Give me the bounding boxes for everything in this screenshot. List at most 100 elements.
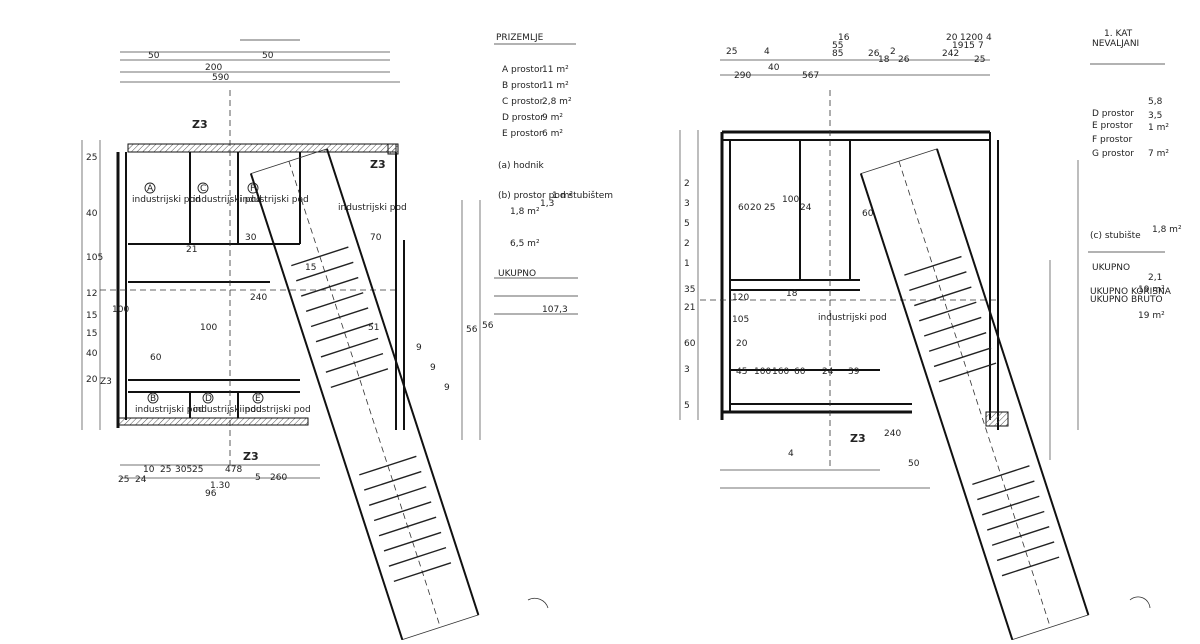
side-mark-right: Z3	[370, 158, 386, 171]
legend-right-row-d-value: 5,8	[1148, 97, 1163, 107]
right-left-dim-5: 1	[684, 259, 690, 269]
legend-right-total-value-3: 19 m²	[1138, 311, 1165, 321]
r-inner-15: 18	[786, 289, 798, 299]
bottom-dim-7: 260	[270, 473, 287, 483]
right-bottom-dim-2: 240	[884, 429, 901, 439]
legend-left-footer: UKUPNO	[498, 269, 536, 279]
right-left-dim-8: 60	[684, 339, 696, 349]
right-room-name: industrijski pod	[338, 203, 407, 213]
bottom-dim-2: 25	[160, 465, 171, 475]
right-left-dim-7: 21	[684, 303, 695, 313]
slanted-stair-block	[249, 148, 480, 641]
room-c-letter: C	[200, 184, 206, 194]
right-top-dim-5: 2	[890, 47, 896, 57]
right-top-right-dim-2: 1200	[960, 33, 983, 43]
right-top-right-dim-7: 25	[974, 55, 985, 65]
legend-left-row-e-label: E prostor	[502, 129, 543, 139]
inner-label-1: 100	[112, 305, 129, 315]
inner-label-4: 100	[200, 323, 217, 333]
r-inner-9: 45	[736, 367, 747, 377]
room-a-name: industrijski pod	[132, 195, 201, 205]
right-legend: 1. KAT NEVALJANI D prostor 5,8 E prostor…	[1088, 29, 1182, 321]
top-dim-3: 50	[262, 51, 274, 61]
right-left-dim-4: 2	[684, 239, 690, 249]
legend-right-row-d-label: D prostor	[1092, 109, 1134, 119]
left-legend: PRIZEMLJE A prostor 11 m² B prostor 11 m…	[494, 33, 613, 315]
legend-left-sub-b-value: 1 m²	[552, 191, 573, 201]
left-dim-4: 12	[86, 289, 97, 299]
r-inner-11: 160	[772, 367, 789, 377]
bottom-dim-8: 25	[118, 475, 129, 485]
room-b: B industrijski pod	[135, 392, 204, 415]
room-a-letter: A	[147, 184, 154, 194]
inner-label-7: 70	[370, 233, 382, 243]
legend-right-sub-c: (c) stubište	[1090, 230, 1141, 241]
top-mark: Z3	[192, 118, 208, 131]
room-a: A industrijski pod	[132, 182, 201, 205]
right-top-dim-1: 16	[838, 33, 850, 43]
right-door-arc	[1129, 596, 1151, 609]
right-top-dim-11: 40	[768, 63, 780, 73]
right-dim-2: 56	[482, 321, 494, 331]
left-dim-1: 25	[86, 153, 97, 163]
bottom-dim-9: 24	[135, 475, 147, 485]
right-dim-1: 56	[466, 325, 478, 335]
r-inner-4: 100	[782, 195, 799, 205]
r-inner-2: 20	[750, 203, 762, 213]
r-inner-13: 24	[822, 367, 834, 377]
r-inner-10: 100	[754, 367, 771, 377]
room-e: E industrijski pod	[242, 392, 311, 415]
right-left-dim-10: 5	[684, 401, 690, 411]
legend-right-row-g-value: 7 m²	[1148, 149, 1169, 159]
right-top-right-dim-4: 1915	[952, 41, 975, 51]
room-e-letter: E	[255, 394, 261, 404]
inner-label-8: 51	[368, 323, 379, 333]
legend-left-total: 107,3	[542, 305, 568, 315]
r-inner-7: 105	[732, 315, 749, 325]
legend-right-header2: NEVALJANI	[1092, 39, 1139, 49]
inner-label-5: 240	[250, 293, 267, 303]
r-inner-8: 20	[736, 339, 748, 349]
r-inner-12: 60	[794, 367, 806, 377]
room-c: C industrijski pod	[193, 182, 262, 205]
top-dim-2: 200	[205, 63, 222, 73]
right-dim-5: 9	[444, 383, 450, 393]
right-top-dim-9: 4	[764, 47, 770, 57]
right-left-dim-1: 2	[684, 179, 690, 189]
right-left-dim-3: 5	[684, 219, 690, 229]
right-top-dim-7: 26	[898, 55, 910, 65]
bottom-dim-6: 5	[255, 473, 261, 483]
bottom-dim-10: 1.30	[210, 481, 230, 491]
r-inner-14: 39	[848, 367, 860, 377]
r-inner-3: 25	[764, 203, 775, 213]
right-top-dim-6: 18	[878, 55, 890, 65]
room-d-name: industrijski pod	[193, 405, 262, 415]
right-left-dim-2: 3	[684, 199, 690, 209]
north-wall-hatch	[127, 143, 397, 153]
bottom-dim-4: 25	[192, 465, 203, 475]
legend-left-extra-2: 1,8 m²	[510, 207, 540, 217]
inner-label-3: 60	[150, 353, 162, 363]
bottom-dim-5: 478	[225, 465, 242, 475]
legend-left-row-a-value: 11 m²	[542, 65, 569, 75]
right-slanted-stair-block	[859, 148, 1090, 641]
left-dim-7: 40	[86, 349, 98, 359]
legend-right-total-label-3: UKUPNO BRUTO	[1090, 295, 1163, 305]
right-dim-3: 9	[416, 343, 422, 353]
inner-label-6: 30	[245, 233, 257, 243]
room-f-name: industrijski pod	[240, 195, 309, 205]
bottom-dim-3: 305	[175, 465, 192, 475]
room-f: F industrijski pod	[240, 182, 309, 205]
room-d: D industrijski pod	[193, 392, 262, 415]
inner-label-9: 15	[305, 263, 316, 273]
legend-left-row-c-value: 2,8 m²	[542, 97, 572, 107]
room-d-letter: D	[205, 394, 212, 404]
legend-right-total-value-2: 19 m²	[1138, 285, 1165, 295]
right-left-dim-6: 35	[684, 285, 695, 295]
legend-right-header1: 1. KAT	[1104, 29, 1133, 39]
legend-right-total-label-1: UKUPNO	[1092, 263, 1130, 273]
left-dim-8: 20	[86, 375, 98, 385]
south-wall-hatch	[117, 417, 309, 426]
legend-left-row-d-label: D prostor	[502, 113, 544, 123]
